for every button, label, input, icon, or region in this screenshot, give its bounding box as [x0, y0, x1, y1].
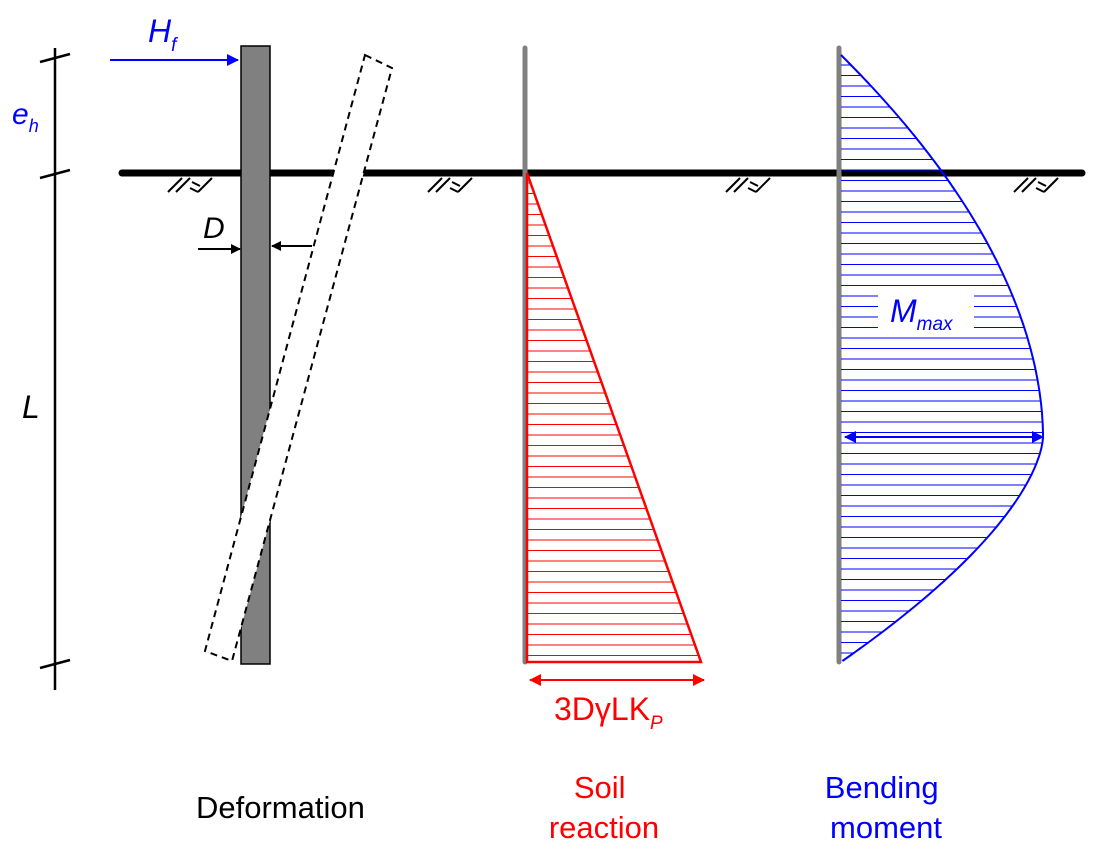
- bending-moment-caption-line1: Bending: [825, 770, 939, 805]
- ground-hatch-2: [427, 177, 473, 193]
- bending-moment-caption-line2: moment: [830, 810, 942, 845]
- soil-reaction-caption-line1: Soil: [574, 770, 626, 805]
- deformation-caption: Deformation: [196, 790, 365, 825]
- max-moment-label-bg: [880, 294, 972, 334]
- pile-deformed: [203, 53, 394, 663]
- horizontal-force-label: Hf: [148, 13, 178, 56]
- bending-moment-curve: [840, 54, 1044, 662]
- soil-reaction-triangle: [525, 172, 703, 664]
- pile-diameter-label: D: [203, 212, 225, 245]
- soil-reaction-hatch: [527, 182, 699, 656]
- bending-moment-caption: Bending moment: [825, 770, 947, 845]
- dimension-line: [39, 48, 71, 690]
- ground-hatch-3: [725, 177, 771, 193]
- max-moment-label: Mmax: [890, 293, 954, 335]
- bending-moment-hatch: [841, 64, 1043, 654]
- ground-hatch-1: [167, 177, 213, 193]
- pile-length-label: L: [22, 389, 40, 425]
- soil-reaction-max-label: 3DγLKP: [554, 691, 663, 734]
- ground-hatch-4: [1013, 177, 1059, 193]
- soil-reaction-caption-line2: reaction: [549, 810, 659, 845]
- soil-reaction-caption: Soil reaction: [549, 770, 659, 845]
- eccentricity-label: eh: [12, 98, 39, 136]
